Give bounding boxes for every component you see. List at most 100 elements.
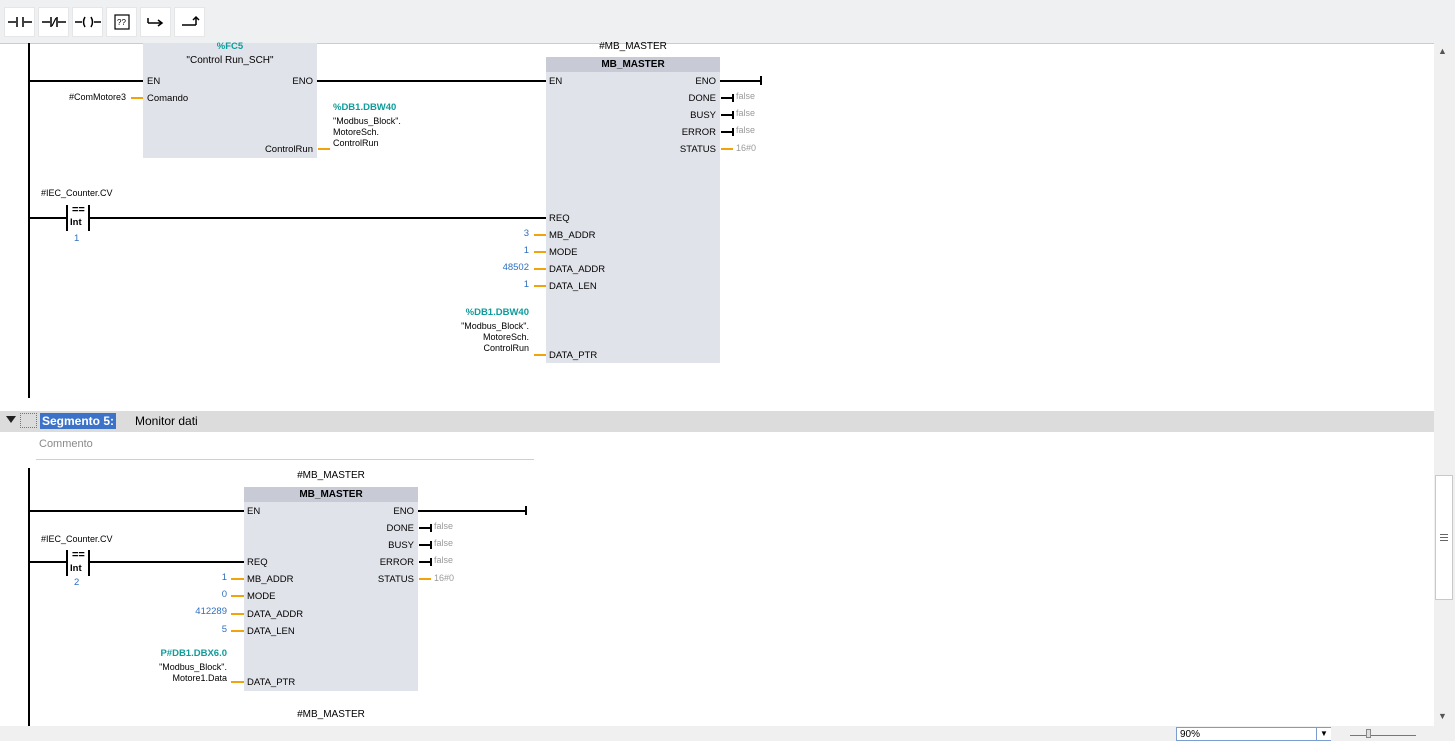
power-rail xyxy=(28,468,30,726)
fc5-name: "Control Run_SCH" xyxy=(186,55,274,66)
compare-operand[interactable]: #IEC_Counter.CV xyxy=(41,188,113,198)
pin-line xyxy=(318,148,330,150)
zoom-value: 90% xyxy=(1180,729,1201,740)
coil-icon[interactable] xyxy=(72,7,103,37)
svg-text:??: ?? xyxy=(117,18,126,27)
scroll-up-icon[interactable]: ▲ xyxy=(1438,46,1447,56)
mb-pin-mode: MODE xyxy=(549,247,578,258)
zoom-slider-track[interactable] xyxy=(1350,735,1416,736)
pin-line xyxy=(231,630,244,632)
zoom-slider-handle[interactable] xyxy=(1366,729,1371,738)
mb-master-block[interactable] xyxy=(244,487,418,691)
mode-value[interactable]: 1 xyxy=(523,245,529,256)
mb-pin-req: REQ xyxy=(247,557,268,568)
pin-line xyxy=(534,234,546,236)
req-wire xyxy=(90,561,244,563)
mb-pin-status: STATUS xyxy=(377,574,414,585)
eno-wire xyxy=(418,510,527,512)
busy-wire xyxy=(419,544,431,546)
nc-contact-icon[interactable] xyxy=(38,7,69,37)
scroll-thumb[interactable] xyxy=(1435,475,1453,600)
mb-pin-done: DONE xyxy=(688,93,716,104)
mb-pin-en: EN xyxy=(549,76,563,87)
fc5-output-symbol-1: "Modbus_Block". xyxy=(333,116,401,126)
compare-value[interactable]: 1 xyxy=(74,233,80,244)
mb-pin-busy: BUSY xyxy=(388,540,414,551)
next-mb-instance-name[interactable]: #MB_MASTER xyxy=(297,709,365,720)
mb-pin-mb-addr: MB_ADDR xyxy=(549,230,596,241)
data-addr-value[interactable]: 48502 xyxy=(502,262,529,273)
status-value: 16#0 xyxy=(736,143,757,153)
no-contact-icon[interactable] xyxy=(4,7,35,37)
segment-label[interactable]: Segmento 5: xyxy=(40,413,117,429)
scroll-down-icon[interactable]: ▼ xyxy=(1438,711,1447,721)
mb-pin-error: ERROR xyxy=(379,557,414,568)
contact-right xyxy=(88,550,90,576)
compare-operator: == xyxy=(72,204,85,216)
wire-end xyxy=(430,558,432,566)
compare-operator: == xyxy=(72,549,85,561)
close-branch-icon[interactable] xyxy=(174,7,205,37)
pin-line xyxy=(534,285,546,287)
compare-operand[interactable]: #IEC_Counter.CV xyxy=(41,534,113,544)
eno-wire xyxy=(720,80,762,82)
fc5-pin-comando: Comando xyxy=(147,93,189,104)
mb-pin-eno: ENO xyxy=(393,506,414,517)
segment-title[interactable]: Monitor dati xyxy=(135,414,198,428)
mb-pin-data-ptr: DATA_PTR xyxy=(247,677,296,688)
mode-value[interactable]: 0 xyxy=(221,589,227,600)
chevron-down-icon[interactable]: ▼ xyxy=(1316,728,1331,740)
fc5-output-address[interactable]: %DB1.DBW40 xyxy=(333,102,397,113)
mb-pin-error: ERROR xyxy=(681,127,716,138)
pin-line xyxy=(721,148,733,150)
mb-pin-en: EN xyxy=(247,506,261,517)
wire-end xyxy=(732,111,734,119)
mb-pin-data-len: DATA_LEN xyxy=(247,626,295,637)
fc5-block[interactable] xyxy=(143,43,317,158)
done-wire xyxy=(721,97,733,99)
en-wire xyxy=(30,510,244,512)
segment-select-box[interactable] xyxy=(20,413,37,428)
compare-type: Int xyxy=(70,563,82,574)
zoom-select[interactable]: 90% ▼ xyxy=(1176,727,1331,741)
wire-end xyxy=(525,506,527,515)
comando-operand[interactable]: #ComMotore3 xyxy=(68,92,126,102)
mb-master-block[interactable] xyxy=(546,57,720,363)
mb-master-title: MB_MASTER xyxy=(546,57,720,72)
pin-line xyxy=(231,595,244,597)
fc5-address: %FC5 xyxy=(216,41,244,52)
compare-value[interactable]: 2 xyxy=(74,577,80,588)
vertical-scrollbar[interactable]: ▲ ▼ xyxy=(1434,43,1455,726)
fc5-output-symbol-3: ControlRun xyxy=(333,138,379,148)
busy-value: false xyxy=(736,108,756,118)
segment-header[interactable] xyxy=(0,411,1434,432)
mb-addr-value[interactable]: 3 xyxy=(523,228,529,239)
data-addr-value[interactable]: 412289 xyxy=(195,606,227,617)
mb-instance-name[interactable]: #MB_MASTER xyxy=(599,41,667,52)
data-ptr-address[interactable]: P#DB1.DBX6.0 xyxy=(160,648,227,659)
collapse-triangle-icon[interactable] xyxy=(6,416,16,423)
done-wire xyxy=(419,527,431,529)
comment-field[interactable]: Commento xyxy=(36,437,534,460)
data-ptr-address[interactable]: %DB1.DBW40 xyxy=(465,307,529,318)
data-ptr-symbol-1: "Modbus_Block". xyxy=(159,662,227,672)
empty-box-icon[interactable]: ?? xyxy=(106,7,137,37)
pin-line xyxy=(419,578,431,580)
mb-master-title: MB_MASTER xyxy=(244,487,418,502)
mb-addr-value[interactable]: 1 xyxy=(221,572,227,583)
pin-line xyxy=(534,268,546,270)
mb-instance-name[interactable]: #MB_MASTER xyxy=(297,470,365,481)
pin-line xyxy=(231,578,244,580)
ladder-toolbar: ?? xyxy=(0,0,1455,44)
mb-pin-data-addr: DATA_ADDR xyxy=(247,609,304,620)
mb-pin-data-ptr: DATA_PTR xyxy=(549,350,598,361)
data-len-value[interactable]: 1 xyxy=(523,279,529,290)
fc5-eno-wire xyxy=(317,80,546,82)
req-wire xyxy=(90,217,546,219)
open-branch-icon[interactable] xyxy=(140,7,171,37)
data-ptr-symbol-1: "Modbus_Block". xyxy=(461,321,529,331)
power-rail xyxy=(28,43,30,398)
mb-pin-done: DONE xyxy=(386,523,414,534)
comment-placeholder: Commento xyxy=(39,438,93,450)
data-len-value[interactable]: 5 xyxy=(221,624,227,635)
